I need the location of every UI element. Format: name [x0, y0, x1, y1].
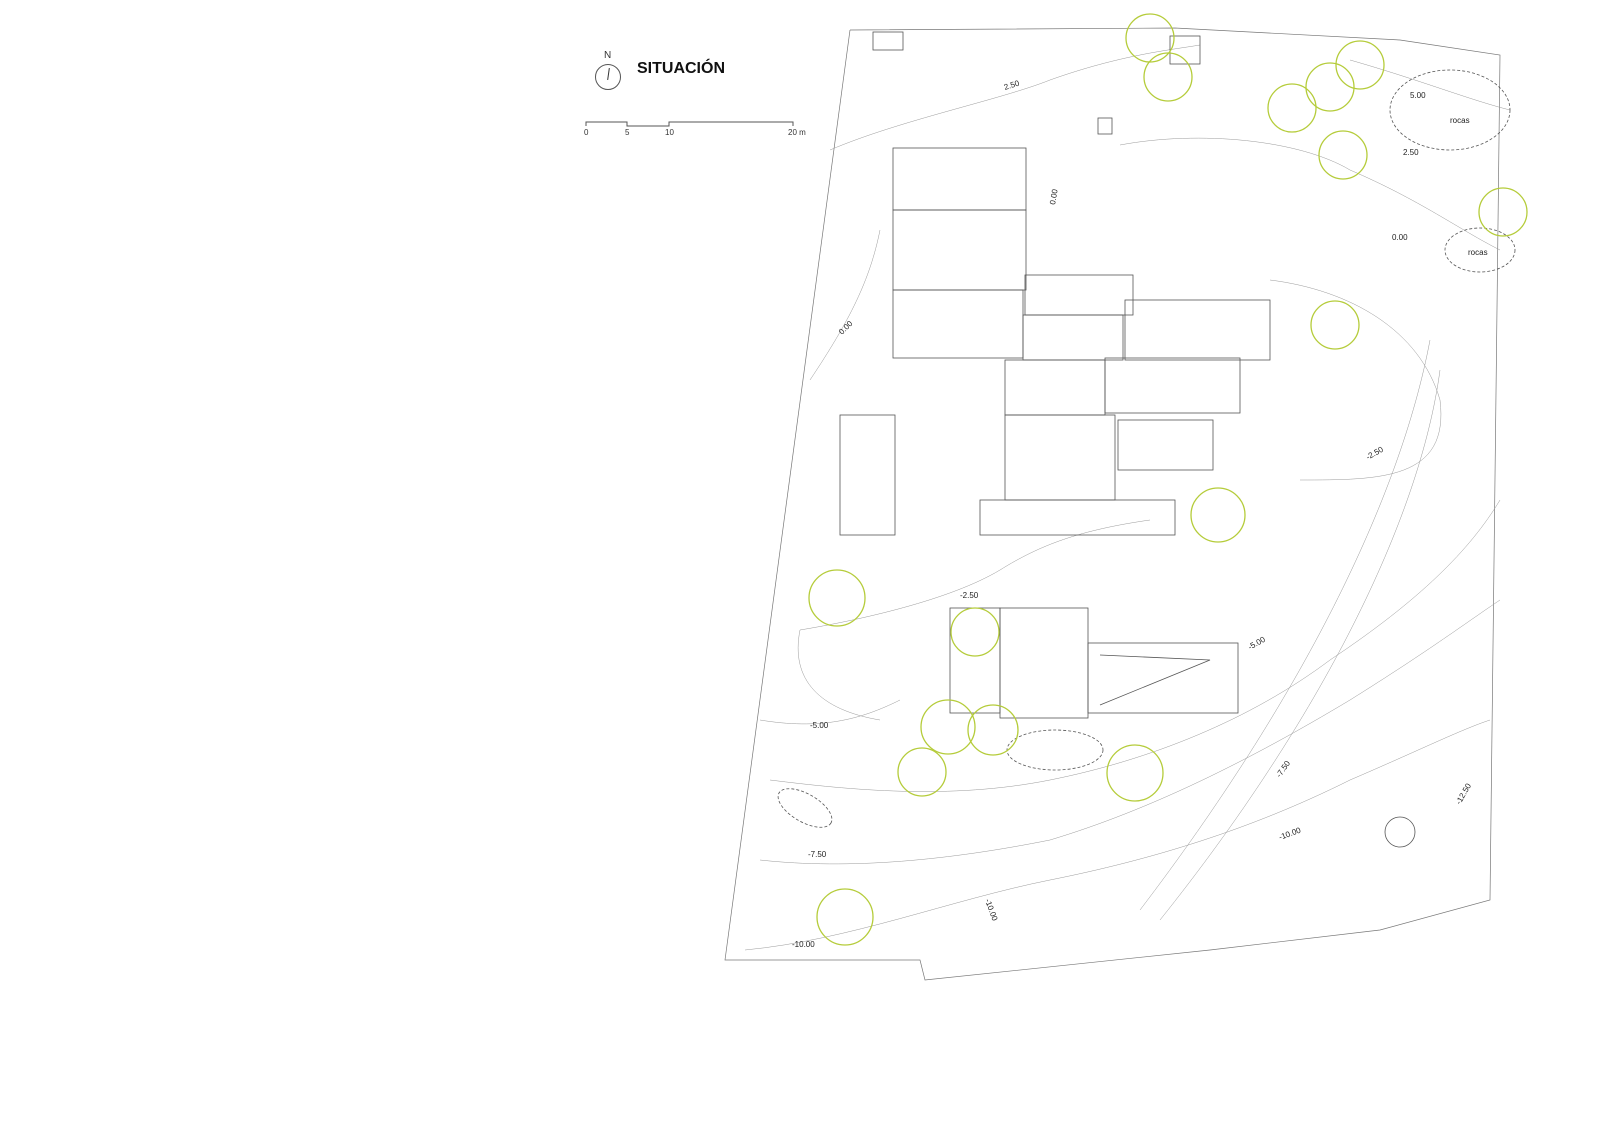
contour-label: -7.50 [808, 850, 827, 859]
scale-bar [585, 121, 794, 127]
contour-label: -5.00 [810, 721, 829, 730]
tree-icon [1143, 52, 1193, 102]
site-boundary [724, 27, 1501, 981]
trees [808, 13, 1528, 946]
tree-icon [1318, 130, 1368, 180]
tree-icon [816, 888, 874, 946]
contour-label: -12.50 [1454, 781, 1473, 806]
contour-label: -10.00 [1278, 825, 1303, 841]
contour-label: -7.50 [1274, 759, 1292, 780]
tree-icon [1125, 13, 1175, 63]
rock-label: rocas [1450, 116, 1470, 125]
tree-icon [967, 704, 1019, 756]
tree-icon [1190, 487, 1246, 543]
contour-label: 0.00 [1048, 188, 1060, 205]
tree-icon [897, 747, 947, 797]
north-arrow-icon [595, 64, 621, 90]
contour-lines [744, 44, 1511, 951]
contour-label: 0.00 [1392, 233, 1408, 242]
contour-label: -5.00 [1247, 635, 1268, 652]
tree-icon [1305, 62, 1355, 112]
north-label: N [604, 50, 612, 61]
page-title: SITUACIÓN [637, 60, 725, 77]
scale-tick: 10 [665, 128, 674, 137]
tree-icon [1478, 187, 1528, 237]
tree-icon [920, 699, 976, 755]
tree-icon [1335, 40, 1385, 90]
tree-icon [1267, 83, 1317, 133]
contour-label: 2.50 [1403, 148, 1419, 157]
tree-icon [808, 569, 866, 627]
tree-icon [950, 607, 1000, 657]
contour-label: 5.00 [1410, 91, 1426, 100]
contour-label: -2.50 [960, 591, 979, 600]
scale-tick: 20 m [788, 128, 806, 137]
contour-label: 0.00 [837, 319, 855, 337]
scale-tick: 5 [625, 128, 630, 137]
contour-labels: 2.50 5.00 2.50 0.00 0.00 0.00 -2.50 -2.5… [792, 78, 1488, 949]
contour-label: -2.50 [1365, 445, 1386, 462]
legend: N SITUACIÓN 0 5 10 20 m [584, 48, 815, 143]
rock-label: rocas [1468, 248, 1488, 257]
tree-icon [1106, 744, 1164, 802]
contour-label: 2.50 [1003, 78, 1021, 92]
tree-icon [1310, 300, 1360, 350]
contour-label: -10.00 [792, 940, 815, 949]
contour-label: -10.00 [983, 898, 999, 923]
scale-tick: 0 [584, 128, 589, 137]
